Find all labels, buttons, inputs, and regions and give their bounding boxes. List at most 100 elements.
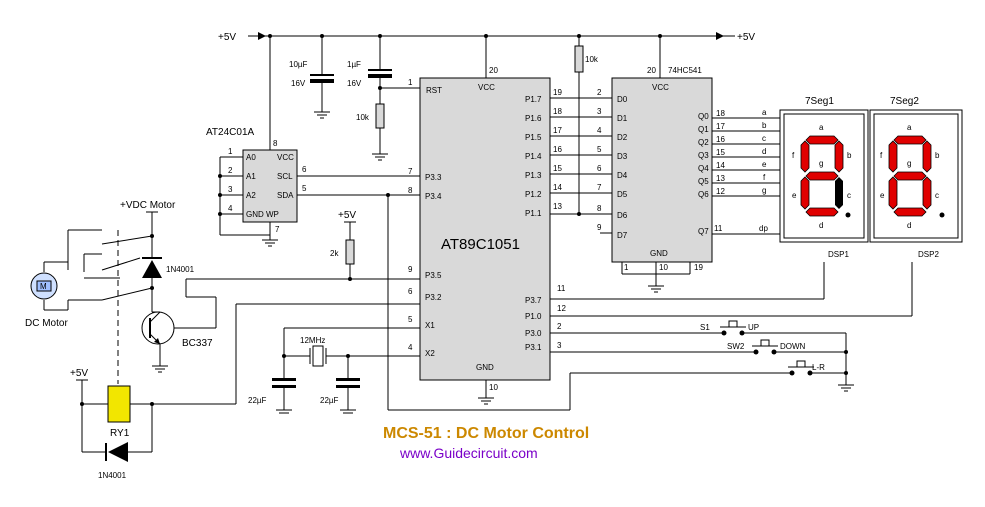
svg-text:d: d (762, 147, 766, 156)
svg-text:17: 17 (716, 122, 725, 131)
svg-text:8: 8 (597, 204, 602, 213)
svg-text:e: e (792, 191, 797, 200)
svg-text:P1.0: P1.0 (525, 312, 542, 321)
svg-text:18: 18 (553, 107, 562, 116)
svg-text:5: 5 (408, 315, 413, 324)
svg-text:D3: D3 (617, 152, 628, 161)
svg-text:Q7: Q7 (698, 227, 709, 236)
svg-text:P1.7: P1.7 (525, 95, 542, 104)
svg-text:22µF: 22µF (248, 396, 267, 405)
svg-text:d: d (907, 221, 911, 230)
svg-text:10µF: 10µF (289, 60, 308, 69)
relay-coil: +5V RY1 1N4001 (70, 303, 420, 480)
reset-network: 1µF 16V 10k 1 (347, 36, 420, 161)
top-power-rail: +5V +5V (218, 32, 755, 43)
svg-text:14: 14 (553, 183, 562, 192)
source-url: www.Guidecircuit.com (399, 445, 538, 461)
svg-text:74HC541: 74HC541 (668, 66, 702, 75)
push-switches: S1 UP SW2 DOWN L-R (550, 320, 854, 392)
svg-text:3: 3 (228, 185, 233, 194)
mcu-name: AT89C1051 (441, 236, 520, 253)
svg-text:VCC: VCC (277, 153, 294, 162)
svg-text:12: 12 (557, 304, 566, 313)
svg-text:11: 11 (714, 224, 723, 233)
svg-text:g: g (907, 159, 911, 168)
svg-text:D0: D0 (617, 95, 628, 104)
svg-text:19: 19 (694, 263, 703, 272)
svg-text:UP: UP (748, 323, 759, 332)
svg-text:12: 12 (716, 187, 725, 196)
svg-text:6: 6 (408, 287, 413, 296)
svg-text:10: 10 (489, 383, 498, 392)
svg-text:8: 8 (408, 186, 413, 195)
svg-text:Q1: Q1 (698, 125, 709, 134)
svg-text:+VDC Motor: +VDC Motor (120, 200, 176, 211)
svg-text:7Seg2: 7Seg2 (890, 96, 919, 107)
svg-text:12MHz: 12MHz (300, 336, 325, 345)
svg-text:15: 15 (716, 148, 725, 157)
svg-text:P1.1: P1.1 (525, 209, 542, 218)
capacitor-10uf: 10µF 16V (289, 36, 334, 119)
svg-text:Q4: Q4 (698, 164, 709, 173)
svg-text:D6: D6 (617, 211, 628, 220)
svg-text:b: b (847, 151, 852, 160)
svg-text:+5V: +5V (70, 368, 88, 379)
buffer-74hc541: 20 74HC541 VCC GND D0 2 D1 3 D2 4 D3 5 D… (597, 36, 725, 293)
svg-text:10k: 10k (356, 113, 370, 122)
svg-text:BC337: BC337 (182, 338, 213, 349)
svg-text:10: 10 (659, 263, 668, 272)
svg-text:14: 14 (716, 161, 725, 170)
svg-text:16V: 16V (347, 79, 362, 88)
svg-text:DOWN: DOWN (780, 342, 806, 351)
svg-text:P3.0: P3.0 (525, 329, 542, 338)
svg-text:P1.5: P1.5 (525, 133, 542, 142)
svg-text:S1: S1 (700, 323, 710, 332)
display-select-wires (550, 262, 913, 317)
svg-text:2: 2 (597, 88, 602, 97)
svg-text:SW2: SW2 (727, 342, 745, 351)
svg-text:1µF: 1µF (347, 60, 361, 69)
svg-text:1: 1 (408, 78, 413, 87)
svg-text:2k: 2k (330, 249, 339, 258)
svg-text:a: a (762, 108, 767, 117)
svg-text:Q3: Q3 (698, 151, 709, 160)
svg-text:f: f (792, 151, 795, 160)
svg-text:7: 7 (275, 225, 280, 234)
svg-text:8: 8 (273, 139, 278, 148)
svg-text:e: e (880, 191, 885, 200)
svg-text:P1.3: P1.3 (525, 171, 542, 180)
svg-text:P1.2: P1.2 (525, 190, 542, 199)
svg-text:P1.4: P1.4 (525, 152, 542, 161)
svg-text:GND: GND (476, 363, 494, 372)
svg-text:1N4001: 1N4001 (98, 471, 127, 480)
crystal-oscillator: 12MHz 22µF 22µF (248, 327, 420, 414)
svg-text:1: 1 (228, 147, 233, 156)
svg-text:6: 6 (302, 165, 307, 174)
svg-text:P3.4: P3.4 (425, 192, 442, 201)
p1-bus-wires (550, 97, 612, 215)
svg-text:4: 4 (408, 343, 413, 352)
svg-text:D2: D2 (617, 133, 628, 142)
svg-text:dp: dp (759, 224, 768, 233)
svg-text:M: M (40, 282, 47, 291)
svg-text:9: 9 (408, 265, 413, 274)
svg-text:1N4001: 1N4001 (166, 265, 195, 274)
svg-text:11: 11 (557, 284, 566, 293)
svg-text:P3.2: P3.2 (425, 293, 442, 302)
svg-text:7: 7 (597, 183, 602, 192)
svg-text:2: 2 (557, 322, 562, 331)
svg-text:P3.5: P3.5 (425, 271, 442, 280)
svg-text:c: c (847, 191, 851, 200)
svg-text:A0: A0 (246, 153, 256, 162)
svg-text:16: 16 (716, 135, 725, 144)
svg-text:3: 3 (597, 107, 602, 116)
svg-text:Q0: Q0 (698, 112, 709, 121)
seven-segment-display-2: 7Seg2 a b c d e f g DSP2 (869, 96, 963, 259)
svg-text:e: e (762, 160, 767, 169)
svg-text:VCC: VCC (652, 83, 669, 92)
svg-text:P1.6: P1.6 (525, 114, 542, 123)
svg-text:GND: GND (650, 249, 668, 258)
svg-text:b: b (762, 121, 767, 130)
svg-text:5: 5 (597, 145, 602, 154)
